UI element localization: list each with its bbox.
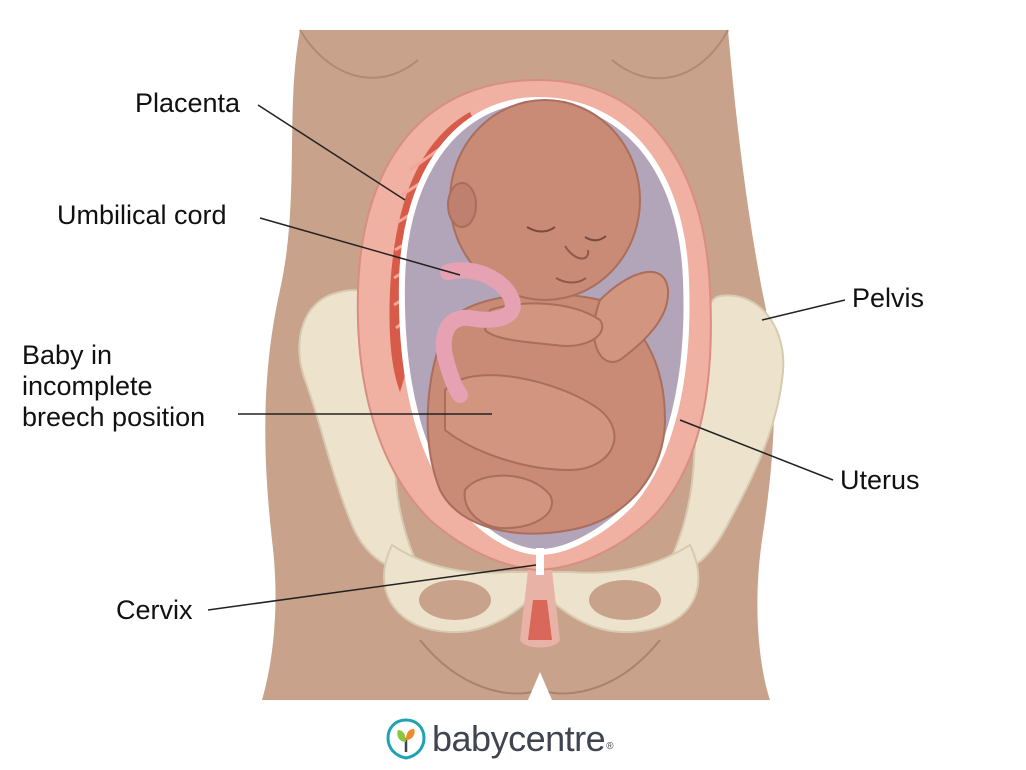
baby-eye-left — [526, 226, 556, 233]
leader-uterus — [679, 419, 834, 481]
baby — [426, 99, 670, 535]
baby-arm-right — [592, 271, 670, 363]
baby-eye-right — [584, 235, 607, 242]
obturator-left — [419, 580, 491, 620]
breast-contour-left — [299, 29, 419, 79]
leader-umbilical-cord — [259, 217, 461, 276]
baby-mouth — [555, 277, 587, 284]
placenta-label: Placenta — [135, 88, 241, 118]
cervix-label: Cervix — [116, 595, 193, 625]
umbilical-cord — [435, 262, 521, 403]
leader-placenta — [257, 104, 406, 201]
baby-ear — [447, 182, 477, 228]
groin-notch — [528, 672, 552, 700]
baby-nose — [564, 245, 590, 260]
obturator-right — [589, 580, 661, 620]
baby-foot — [463, 474, 553, 530]
pelvis-label: Pelvis — [852, 283, 925, 313]
uterus-label: Uterus — [840, 465, 920, 495]
baby-position-label-line-2: incomplete — [22, 371, 153, 401]
breast-contour-right — [611, 29, 729, 80]
babycentre-logo-icon — [386, 718, 426, 760]
leader-lines — [207, 104, 846, 611]
leader-cervix — [207, 564, 537, 611]
cervix — [536, 548, 544, 575]
babycentre-logo-text: babycentre — [432, 718, 606, 759]
umbilical-cord-label: Umbilical cord — [57, 200, 227, 230]
registered-mark: ® — [606, 741, 614, 752]
babycentre-logo: babycentre ® — [386, 716, 614, 762]
leader-pelvis — [761, 299, 846, 321]
baby-position-label-line-3: breech position — [22, 402, 206, 432]
baby-position-label-line-1: Baby in — [22, 340, 113, 370]
vaginal-canal-inner — [528, 600, 552, 640]
baby-position-label: Baby in incomplete breech position — [22, 340, 205, 433]
baby-thigh — [444, 374, 616, 472]
